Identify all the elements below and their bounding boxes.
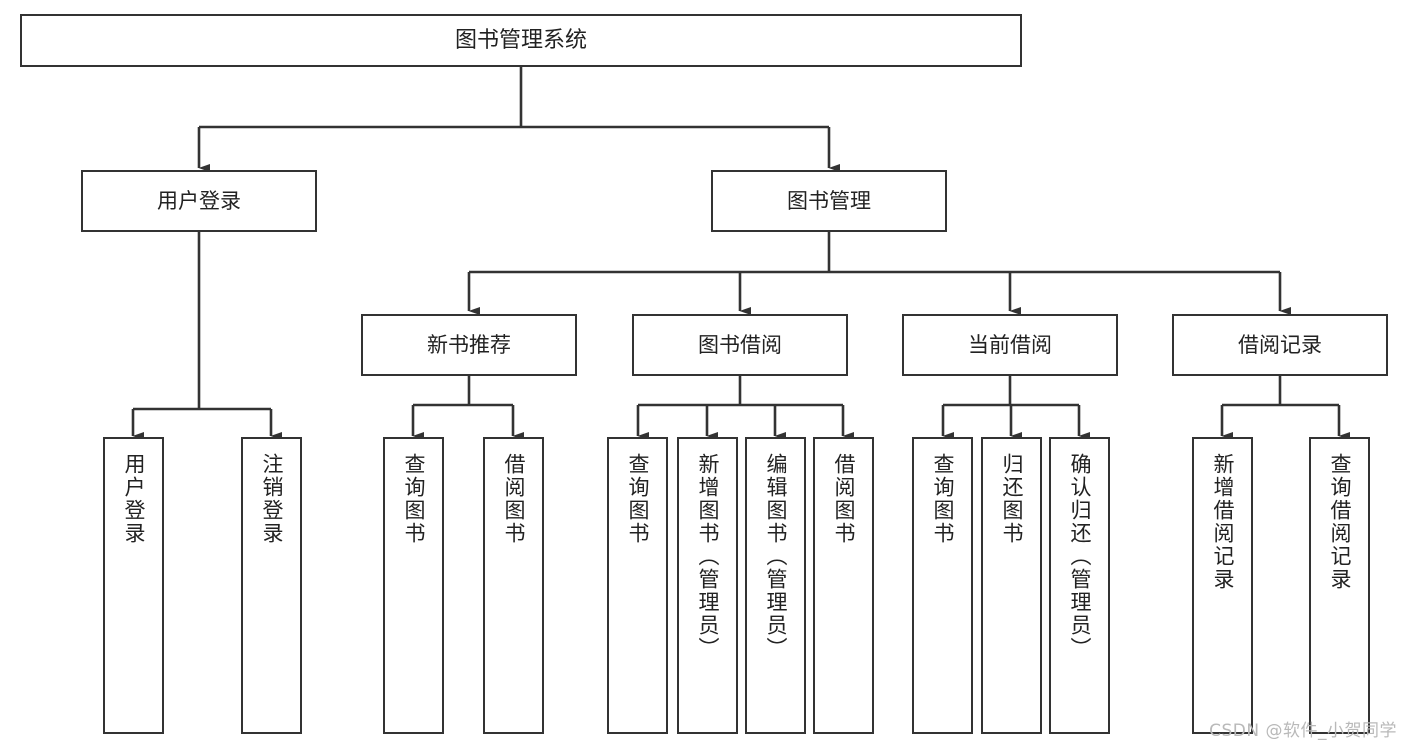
node-label: 图书借阅	[698, 332, 782, 357]
leaf-bookborrow-edit-book-admin[interactable]: 编辑图书（管理员）	[745, 437, 806, 734]
leaf-borrowrecord-add-record[interactable]: 新增借阅记录	[1192, 437, 1253, 734]
node-borrow-record[interactable]: 借阅记录	[1172, 314, 1388, 376]
leaf-borrowrecord-query-record[interactable]: 查询借阅记录	[1309, 437, 1370, 734]
leaf-bookborrow-add-book-admin[interactable]: 新增图书（管理员）	[677, 437, 738, 734]
node-label: 确认归还（管理员）	[1068, 453, 1092, 660]
node-label: 借阅图书	[832, 453, 856, 545]
leaf-currentborrow-query-book[interactable]: 查询图书	[912, 437, 973, 734]
leaf-currentborrow-confirm-return-admin[interactable]: 确认归还（管理员）	[1049, 437, 1110, 734]
node-label: 借阅图书	[502, 453, 526, 545]
node-label: 新书推荐	[427, 332, 511, 357]
node-label: 归还图书	[1000, 453, 1024, 545]
node-label: 查询图书	[626, 453, 650, 545]
node-book-management[interactable]: 图书管理	[711, 170, 947, 232]
node-label: 图书管理系统	[454, 27, 587, 53]
node-current-borrow[interactable]: 当前借阅	[902, 314, 1118, 376]
leaf-newbook-borrow-book[interactable]: 借阅图书	[483, 437, 544, 734]
node-label: 图书管理	[787, 188, 871, 213]
node-user-login[interactable]: 用户登录	[81, 170, 317, 232]
leaf-user-login[interactable]: 用户登录	[103, 437, 164, 734]
node-book-borrow[interactable]: 图书借阅	[632, 314, 848, 376]
node-label: 查询借阅记录	[1328, 453, 1352, 591]
node-label: 注销登录	[260, 453, 284, 545]
leaf-bookborrow-borrow-book[interactable]: 借阅图书	[813, 437, 874, 734]
leaf-bookborrow-query-book[interactable]: 查询图书	[607, 437, 668, 734]
leaf-currentborrow-return-book[interactable]: 归还图书	[981, 437, 1042, 734]
node-label: 用户登录	[122, 453, 146, 545]
node-label: 查询图书	[931, 453, 955, 545]
node-label: 新增借阅记录	[1211, 453, 1235, 591]
leaf-logout[interactable]: 注销登录	[241, 437, 302, 734]
node-label: 新增图书（管理员）	[696, 453, 720, 660]
node-new-book-recommend[interactable]: 新书推荐	[361, 314, 577, 376]
node-label: 用户登录	[157, 188, 241, 213]
node-label: 查询图书	[402, 453, 426, 545]
node-label: 借阅记录	[1238, 332, 1322, 357]
watermark: CSDN @软件_小贺同学	[1209, 721, 1397, 741]
leaf-newbook-query-book[interactable]: 查询图书	[383, 437, 444, 734]
node-label: 当前借阅	[968, 332, 1052, 357]
node-label: 编辑图书（管理员）	[764, 453, 788, 660]
node-root-book-management-system[interactable]: 图书管理系统	[20, 14, 1022, 67]
